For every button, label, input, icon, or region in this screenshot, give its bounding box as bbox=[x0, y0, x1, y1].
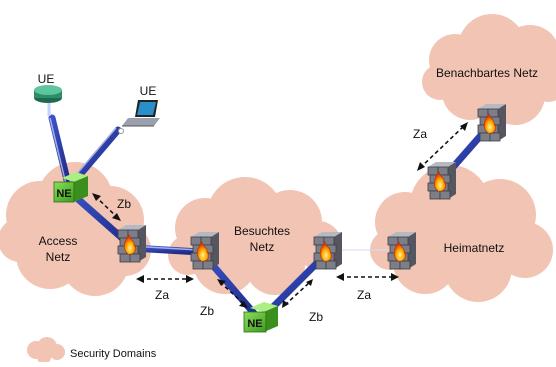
zb-arrow-bottom-left bbox=[219, 281, 246, 306]
firewall-icon bbox=[477, 104, 506, 142]
zb-arrow-bottom-right bbox=[284, 281, 311, 306]
zb-bottom-right-label: Zb bbox=[309, 310, 323, 324]
za-right-label: Za bbox=[357, 288, 371, 302]
firewalls-group bbox=[117, 104, 506, 270]
benachbartes-netz-label: Benachbartes Netz bbox=[436, 66, 538, 80]
cloud-besuchtes-netz bbox=[168, 177, 342, 295]
cloud-benachbartes-netz bbox=[422, 14, 556, 125]
heimatnetz-label: Heimatnetz bbox=[444, 241, 505, 255]
firewall-icon bbox=[190, 232, 219, 270]
ne-bottom-label: NE bbox=[247, 318, 262, 330]
network-element-icon bbox=[53, 172, 88, 203]
firewall-icon bbox=[427, 162, 456, 200]
zb-bottom-left-label: Zb bbox=[200, 304, 214, 318]
ne-top-label: NE bbox=[56, 188, 71, 200]
network-element-icon bbox=[243, 302, 278, 333]
laptop-icon bbox=[118, 100, 160, 134]
zb-arrow-top bbox=[94, 195, 119, 219]
ue-router-label: UE bbox=[38, 72, 55, 86]
ue-laptop-label: UE bbox=[140, 84, 157, 98]
legend-label: Security Domains bbox=[70, 348, 157, 360]
access-netz-label-1: Access bbox=[39, 234, 78, 248]
za-left-label: Za bbox=[155, 288, 169, 302]
firewall-icon bbox=[387, 232, 416, 270]
za-arrow-top bbox=[419, 124, 466, 169]
router-icon bbox=[34, 85, 62, 116]
zb-top-label: Zb bbox=[117, 197, 131, 211]
za-top-label: Za bbox=[413, 127, 427, 141]
besuchtes-netz-label-1: Besuchtes bbox=[234, 224, 290, 238]
besuchtes-netz-label-2: Netz bbox=[250, 240, 275, 254]
access-netz-label-2: Netz bbox=[46, 250, 71, 264]
firewall-icon bbox=[313, 232, 342, 270]
firewall-icon bbox=[117, 225, 146, 263]
cloud-legend-swatch bbox=[27, 337, 65, 364]
link-router-ne bbox=[48, 114, 72, 188]
